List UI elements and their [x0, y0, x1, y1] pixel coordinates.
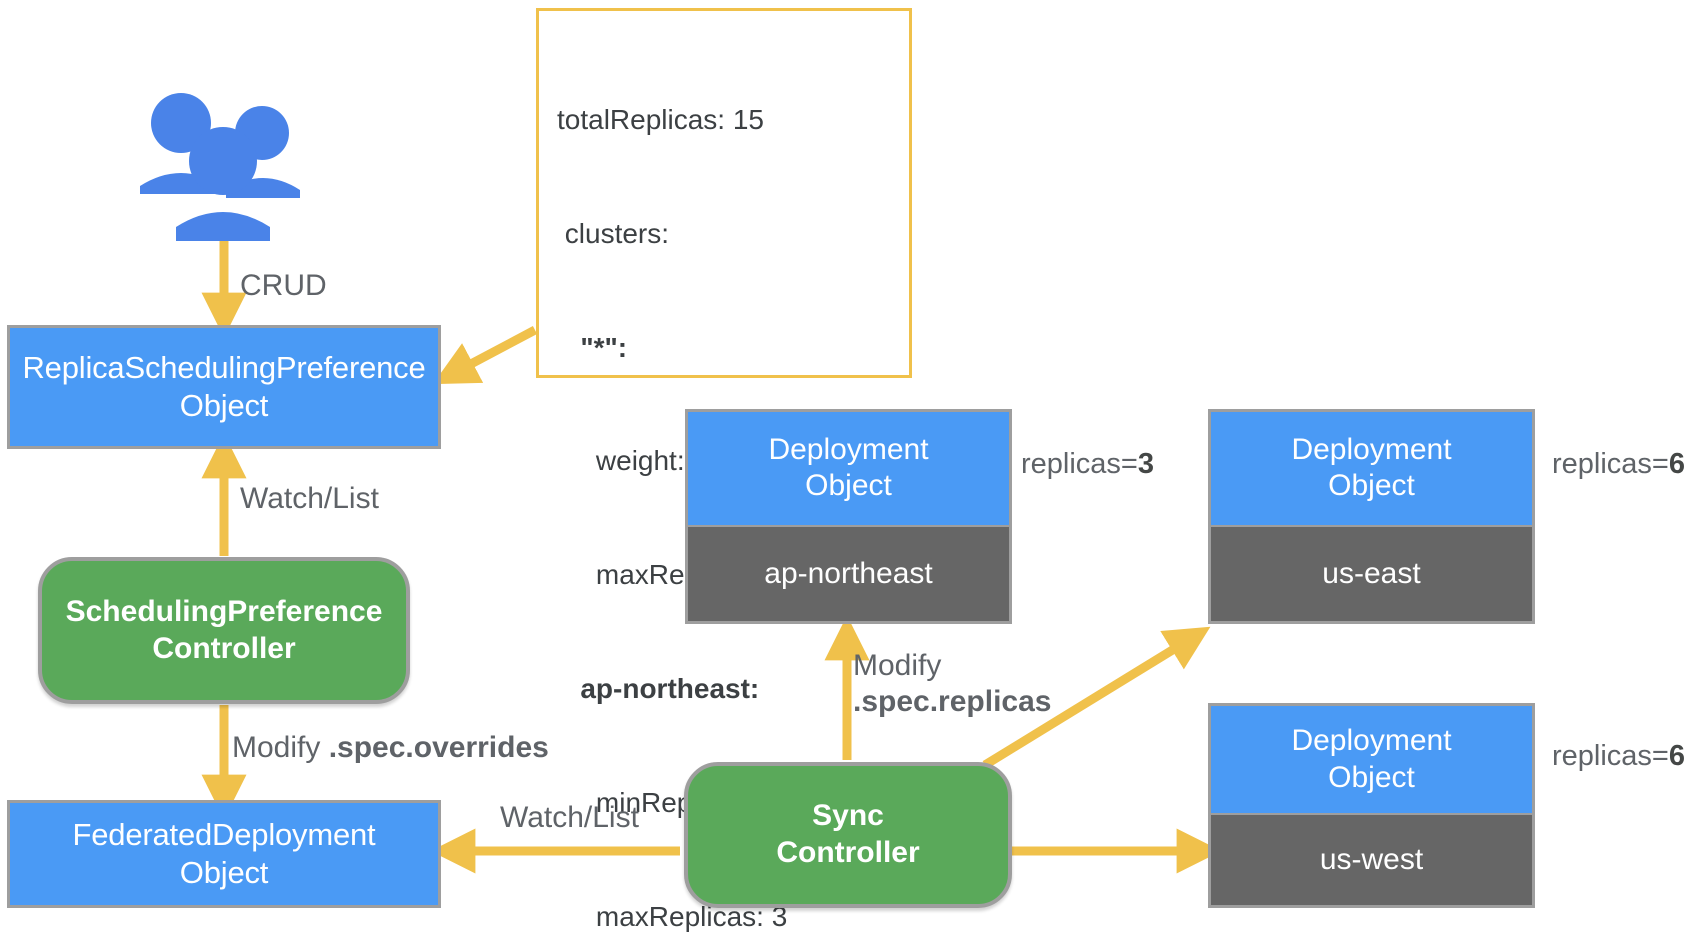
yaml-line: totalReplicas: 15 — [557, 103, 765, 135]
deployment-title-line1: Deployment — [1291, 724, 1452, 758]
edge-label-line2: .spec.replicas — [853, 685, 1052, 718]
users-group-icon — [140, 93, 300, 241]
yaml-line: clusters: — [557, 217, 670, 249]
edge-label-modify-overrides: Modify .spec.overrides — [232, 730, 549, 766]
edge-label-modify-spec-replicas: Modify .spec.replicas — [853, 648, 1051, 720]
node-label-line2: Object — [179, 855, 269, 890]
deployment-card-us-east[interactable]: Deployment Object us-east — [1208, 409, 1535, 624]
deployment-card-cluster: us-west — [1211, 815, 1532, 905]
yaml-line: "*": — [557, 331, 628, 363]
node-label-line2: Controller — [776, 836, 920, 869]
node-sync-controller[interactable]: Sync Controller — [684, 762, 1012, 908]
replicas-prefix: replicas= — [1552, 448, 1669, 480]
edge-label-line1: Modify — [853, 649, 942, 682]
node-label-line1: Sync — [812, 799, 884, 833]
node-label-line1: SchedulingPreference — [65, 594, 383, 628]
deployment-card-title: Deployment Object — [1211, 412, 1532, 527]
replicas-value: 3 — [1137, 448, 1155, 480]
replicas-value: 6 — [1668, 448, 1686, 480]
yaml-spec-box: totalReplicas: 15 clusters: "*": weight:… — [536, 8, 912, 932]
node-label-line2: Object — [179, 388, 269, 423]
edge-label-prefix: Modify — [232, 731, 329, 764]
edge-label-text: Watch/List — [500, 801, 639, 834]
replicas-label-us-east: replicas=6 — [1552, 448, 1685, 481]
deployment-title-line2: Object — [1328, 469, 1415, 503]
deployment-card-cluster: us-east — [1211, 526, 1532, 621]
replicas-value: 6 — [1668, 740, 1686, 772]
edge-label-text: Watch/List — [240, 482, 379, 515]
edge-label-bold: .spec.overrides — [328, 731, 549, 764]
deployment-title-line2: Object — [805, 469, 892, 503]
node-label-line2: Controller — [152, 631, 296, 665]
node-label-line1: ReplicaSchedulingPreference — [22, 350, 426, 386]
deployment-card-cluster: ap-northeast — [688, 526, 1009, 621]
node-scheduling-preference-controller[interactable]: SchedulingPreference Controller — [38, 557, 410, 704]
replicas-label-ap-northeast: replicas=3 — [1021, 448, 1154, 481]
node-label-line1: FederatedDeployment — [72, 817, 376, 853]
edge-label-watch-list-bottom: Watch/List — [500, 800, 639, 836]
edge-label-crud: CRUD — [240, 268, 327, 304]
edge-label-text: CRUD — [240, 269, 327, 302]
deployment-title-line1: Deployment — [1291, 432, 1452, 466]
deployment-card-us-west[interactable]: Deployment Object us-west — [1208, 703, 1535, 908]
node-federated-deployment-object[interactable]: FederatedDeployment Object — [7, 800, 441, 908]
node-replica-scheduling-preference-object[interactable]: ReplicaSchedulingPreference Object — [7, 325, 441, 449]
edge-label-watch-list-top: Watch/List — [240, 481, 379, 517]
replicas-label-us-west: replicas=6 — [1552, 740, 1685, 773]
yaml-line: ap-northeast: — [557, 672, 760, 704]
deployment-card-title: Deployment Object — [688, 412, 1009, 527]
deployment-card-title: Deployment Object — [1211, 706, 1532, 816]
replicas-prefix: replicas= — [1021, 448, 1138, 480]
arrow-yaml-to-rsp — [432, 326, 538, 385]
deployment-title-line2: Object — [1328, 760, 1415, 794]
replicas-prefix: replicas= — [1552, 740, 1669, 772]
deployment-title-line1: Deployment — [768, 432, 929, 466]
deployment-card-ap-northeast[interactable]: Deployment Object ap-northeast — [685, 409, 1012, 624]
